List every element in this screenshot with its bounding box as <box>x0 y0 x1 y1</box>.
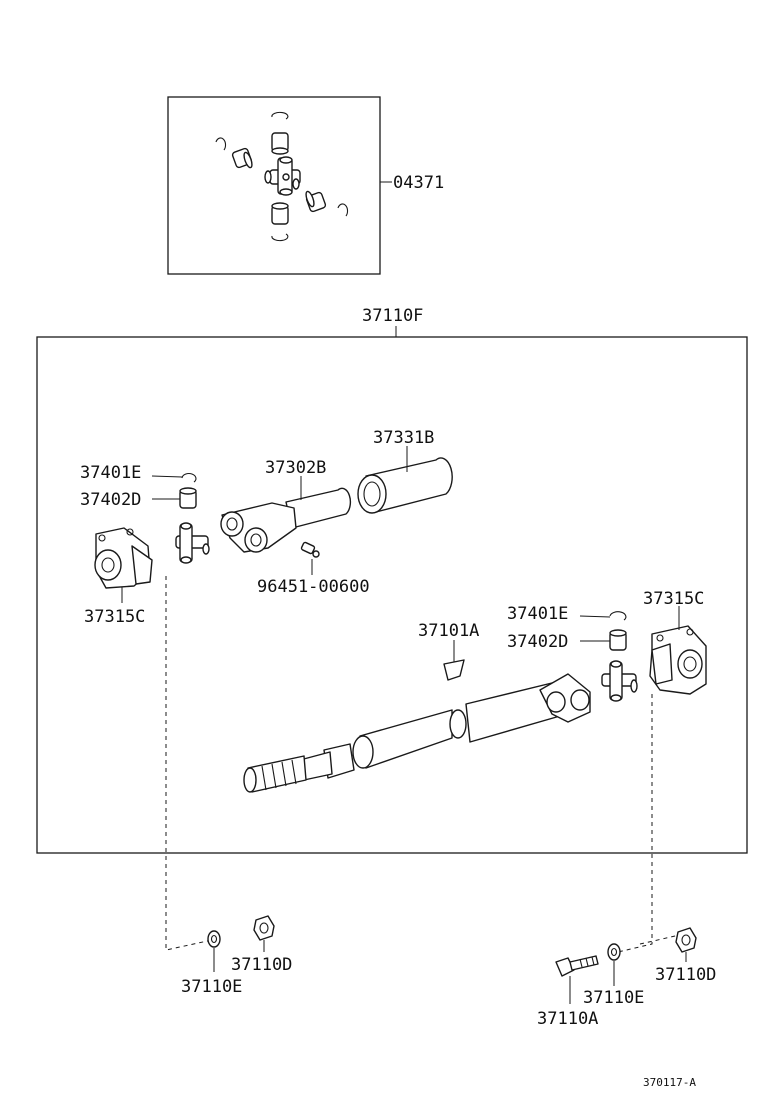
label-yoke: 37302B <box>265 458 326 478</box>
figure-code: 370117-A <box>643 1076 696 1089</box>
label-nut-left: 37110D <box>231 955 292 975</box>
bearing-left-icon <box>179 487 197 509</box>
propeller-shaft-icon <box>243 673 591 793</box>
label-kit: 04371 <box>393 173 444 193</box>
label-assembly: 37110F <box>362 306 423 326</box>
label-washer-left: 37110E <box>181 977 242 997</box>
label-bearing-right: 37402D <box>507 632 568 652</box>
kit-box: 04371 <box>167 96 444 275</box>
flange-yoke-left-icon <box>94 527 153 589</box>
spider-right-icon <box>601 660 638 702</box>
bearing-right-icon <box>609 629 627 651</box>
label-bearing-left: 37402D <box>80 490 141 510</box>
label-flange-right: 37315C <box>643 589 704 609</box>
balance-weight-icon <box>443 659 465 681</box>
slip-yoke-icon <box>220 487 352 553</box>
label-snap-ring-right: 37401E <box>507 604 568 624</box>
bolt-icon <box>555 955 599 977</box>
label-tube: 37331B <box>373 428 434 448</box>
snap-ring-left-icon <box>181 472 197 483</box>
spider-icon <box>264 156 301 196</box>
assembly-box: 37110F <box>36 306 748 854</box>
label-bolt: 37110A <box>537 1009 598 1029</box>
snap-ring-right-icon <box>609 611 627 621</box>
label-washer-right: 37110E <box>583 988 644 1008</box>
flange-yoke-right-icon <box>649 625 707 695</box>
label-flange-left: 37315C <box>84 607 145 627</box>
label-grease-fitting: 96451-00600 <box>257 577 370 597</box>
washer-right-icon <box>607 943 621 961</box>
nut-left-icon <box>253 915 275 941</box>
snap-ring-icon <box>215 111 349 242</box>
bearing-cap-icon <box>231 132 327 225</box>
spider-left-icon <box>175 522 210 564</box>
grease-fitting-icon <box>300 541 320 558</box>
label-nut-right: 37110D <box>655 965 716 985</box>
sleeve-tube-icon <box>357 457 453 514</box>
nut-right-icon <box>675 927 697 953</box>
label-balance-weight: 37101A <box>418 621 479 641</box>
washer-left-icon <box>207 930 221 948</box>
label-snap-ring-left: 37401E <box>80 463 141 483</box>
